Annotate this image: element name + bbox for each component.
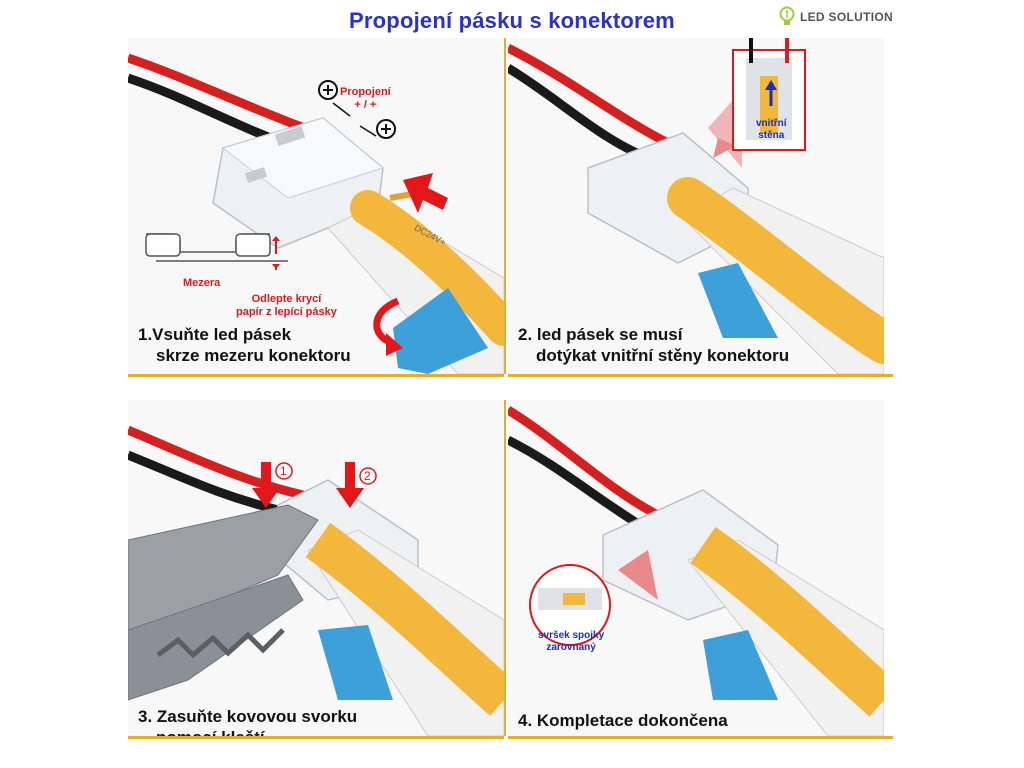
step-3-caption-line2: pomocí kleští.: [138, 727, 357, 736]
inner-wall-label: vnitřní stěna: [756, 118, 787, 142]
page-title: Propojení pásku s konektorem: [349, 8, 675, 33]
divider-bottom-left: [128, 736, 504, 739]
peel-label: Odlepte krycí papír z lepící pásky: [236, 293, 337, 319]
gap-label: Mezera: [183, 277, 221, 289]
step-1-caption-line1: 1.Vsuňte led pásek: [138, 325, 292, 344]
step-1-illustration: [128, 53, 504, 374]
arrow-2-number: 2: [364, 469, 371, 483]
flush-top-label-line1: svršek spojky: [538, 630, 605, 641]
step-3-illustration: [128, 425, 504, 736]
polarity-label-line2: + / +: [354, 99, 377, 111]
divider-vertical-top: [503, 38, 506, 374]
peel-label-line1: Odlepte krycí: [251, 293, 322, 305]
step-2-caption-line1: 2. led pásek se musí: [518, 325, 683, 344]
polarity-label-line1: Propojení: [340, 86, 391, 98]
step-3-caption: 3. Zasuňte kovovou svorku pomocí kleští.: [138, 706, 357, 736]
lightbulb-icon: [779, 6, 795, 25]
flush-top-label-line2: zarovnaný: [546, 642, 596, 653]
step-4-caption: 4. Kompletace dokončena: [518, 710, 728, 731]
divider-vertical-bottom: [503, 400, 506, 736]
divider-bottom-right: [508, 736, 893, 739]
step-4-illustration: [508, 406, 884, 736]
step-2-caption: 2. led pásek se musí dotýkat vnitřní stě…: [518, 324, 789, 366]
step-3-caption-line1: 3. Zasuňte kovovou svorku: [138, 707, 358, 726]
divider-top-right: [508, 374, 893, 377]
step-1-caption-line2: skrze mezeru konektoru: [156, 346, 351, 365]
step-4-caption-line1: 4. Kompletace dokončena: [518, 711, 728, 730]
peel-label-line2: papír z lepící pásky: [236, 306, 337, 318]
step-2-panel: vnitřní stěna 2. led pásek se musí dotýk…: [508, 38, 884, 374]
divider-top-left: [128, 374, 504, 377]
step-2-caption-line2: dotýkat vnitřní stěny konektoru: [536, 346, 790, 365]
inner-wall-label-line1: vnitřní: [756, 118, 787, 129]
step-1-panel: Propojení + / + DC24V+ Mezera Odlepte kr…: [128, 38, 504, 374]
polarity-label: Propojení + / +: [340, 86, 391, 112]
step-2-illustration: [508, 38, 884, 374]
flush-top-label: svršek spojky zarovnaný: [538, 630, 604, 654]
step-3-panel: 1 2 3. Zasuňte kovovou svorku pomocí kle…: [128, 400, 504, 736]
step-4-panel: svršek spojky zarovnaný 4. Kompletace do…: [508, 400, 884, 736]
step-1-caption: 1.Vsuňte led pásek skrze mezeru konektor…: [138, 324, 351, 366]
logo-text: LED SOLUTION: [800, 10, 893, 24]
brand-logo: LED SOLUTION: [778, 6, 893, 28]
arrow-1-number: 1: [280, 464, 287, 478]
inner-wall-label-line2: stěna: [758, 130, 785, 141]
